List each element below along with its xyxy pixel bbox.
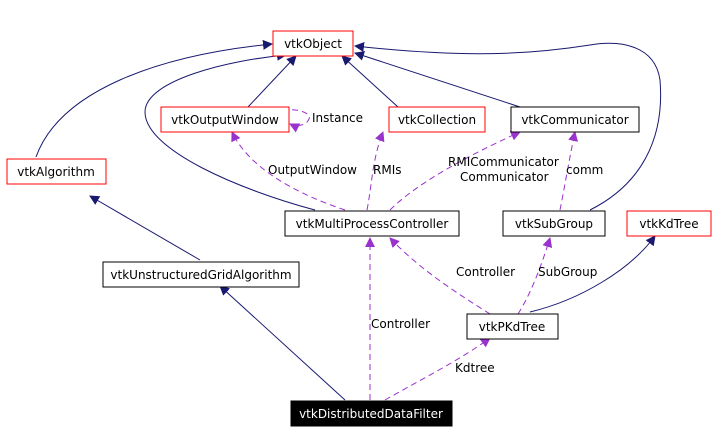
edge-ugalgorithm-to-algorithm [89, 195, 201, 261]
node-vtkobject[interactable]: vtkObject [272, 30, 354, 57]
node-vtkmultiprocesscontroller[interactable]: vtkMultiProcessController [284, 210, 460, 237]
node-vtkmultiprocesscontroller-label: vtkMultiProcessController [296, 217, 449, 231]
node-vtkunstructuredgridalgorithm[interactable]: vtkUnstructuredGridAlgorithm [102, 261, 300, 288]
node-vtksubgroup-label: vtkSubGroup [515, 217, 593, 231]
node-vtkoutputwindow-label: vtkOutputWindow [171, 113, 279, 127]
edge-collection-to-controller [366, 131, 385, 211]
node-vtkdistributeddatafilter[interactable]: vtkDistributedDataFilter [290, 400, 453, 427]
label-rmis: RMIs [373, 163, 401, 177]
node-vtksubgroup[interactable]: vtkSubGroup [502, 210, 606, 237]
node-vtkkdtree-label: vtkKdTree [639, 217, 698, 231]
edge-instance-self [281, 109, 310, 133]
inheritance-edges [35, 39, 662, 401]
nodes: vtkObject vtkOutputWindow vtkCollection … [6, 30, 712, 427]
usage-edges [231, 109, 578, 401]
edge-outputwindow-to-object [247, 55, 297, 108]
node-vtkpkdtree[interactable]: vtkPKdTree [466, 313, 559, 340]
node-vtkkdtree[interactable]: vtkKdTree [626, 210, 712, 237]
node-vtkobject-label: vtkObject [284, 37, 342, 51]
edge-collection-to-object [341, 55, 399, 108]
edge-communicator-to-object [354, 51, 521, 108]
node-vtkalgorithm-label: vtkAlgorithm [17, 165, 95, 179]
label-instance: Instance [312, 111, 363, 125]
node-vtkpkdtree-label: vtkPKdTree [479, 320, 545, 334]
node-vtkdistributeddatafilter-label: vtkDistributedDataFilter [299, 407, 443, 421]
edge-communicator-to-controller [389, 131, 521, 211]
label-controller-ddf: Controller [371, 317, 430, 331]
edge-controller-to-pkdtree [389, 237, 491, 315]
node-vtkcommunicator-label: vtkCommunicator [521, 113, 628, 127]
label-output-window: OutputWindow [268, 163, 357, 177]
edge-pkdtree-to-kdtree [529, 235, 656, 313]
node-vtkoutputwindow[interactable]: vtkOutputWindow [160, 106, 290, 133]
edge-filter-to-ugalgorithm [219, 285, 346, 401]
edge-controller-to-object [144, 50, 316, 211]
label-kdtree: Kdtree [455, 361, 495, 375]
node-vtkcollection[interactable]: vtkCollection [388, 106, 486, 133]
node-vtkcommunicator[interactable]: vtkCommunicator [510, 106, 640, 133]
edge-outputwindow-to-controller [231, 131, 346, 211]
node-vtkcollection-label: vtkCollection [398, 113, 476, 127]
edge-labels: Instance OutputWindow RMIs RMICommunicat… [268, 111, 603, 375]
node-vtkalgorithm[interactable]: vtkAlgorithm [6, 158, 107, 185]
label-subgroup: SubGroup [538, 265, 597, 279]
label-controller-pkd: Controller [456, 265, 515, 279]
node-vtkunstructuredgridalgorithm-label: vtkUnstructuredGridAlgorithm [110, 268, 291, 282]
edge-algorithm-to-object [35, 39, 273, 158]
label-comm: comm [566, 163, 603, 177]
label-communicator: Communicator [460, 170, 549, 184]
edge-subgroup-to-object [354, 42, 662, 211]
label-rmi-communicator: RMICommunicator [448, 155, 559, 169]
edge-subgroup-to-pkdtree [517, 237, 553, 315]
edge-pkdtree-to-filter [384, 337, 491, 401]
edge-communicator-to-subgroup [559, 131, 578, 211]
